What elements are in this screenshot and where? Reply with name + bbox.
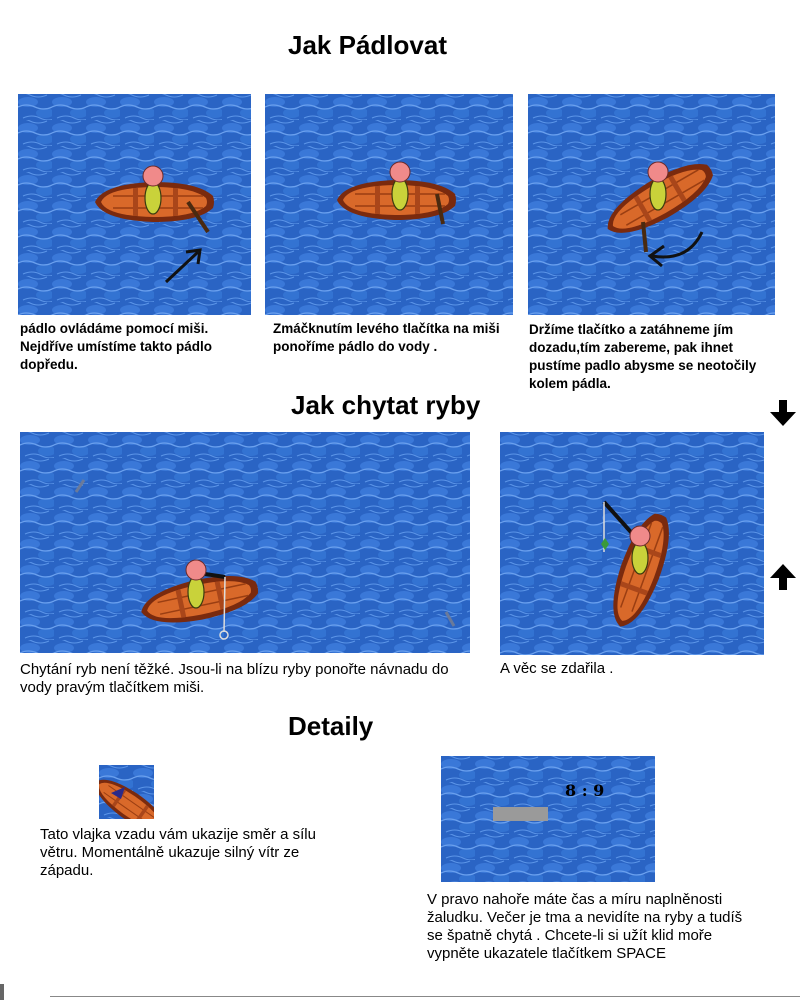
- time-display: 8 : 9: [565, 781, 605, 800]
- detail-flag-caption: Tato vlajka vzadu vám ukazije směr a síl…: [40, 826, 316, 879]
- detail-hud-caption: V pravo nahoře máte čas a míru naplněnos…: [427, 891, 743, 962]
- paddle-step2-image: [265, 94, 513, 315]
- wind-flag-icon: [111, 787, 125, 799]
- paddle-step1-caption: pádlo ovládáme pomocí miši. Nejdříve umí…: [20, 321, 213, 372]
- curved-arrow-icon: [651, 231, 704, 259]
- caught-fish-icon: [601, 538, 609, 550]
- fish-icon: [444, 611, 456, 627]
- fishing-step1-caption: Chytání ryb není těžké. Jsou-li na blízu…: [20, 661, 449, 696]
- details-section-title: Detaily: [288, 711, 374, 741]
- fishing-step2-image: [500, 432, 764, 655]
- arrow-up-right-icon: [164, 250, 200, 284]
- paddle-step3-image: [528, 94, 775, 315]
- paddle-step3-caption: Držíme tlačítko a zatáhneme jím dozadu,t…: [529, 322, 757, 391]
- paddle-step1-image: [18, 94, 251, 315]
- paddle-section-title: Jak Pádlovat: [288, 30, 447, 60]
- arrow-down-icon[interactable]: [768, 398, 798, 428]
- wind-flag-image: [99, 765, 154, 819]
- hunger-bar: [493, 807, 548, 821]
- fish-section-title: Jak chytat ryby: [291, 390, 481, 420]
- hud-example-image: 8 : 9: [441, 756, 655, 882]
- paddle-step2-caption: Zmáčknutím levého tlačítka na miši ponoř…: [273, 321, 500, 354]
- arrow-up-icon[interactable]: [768, 562, 798, 592]
- fish-icon: [74, 479, 86, 493]
- fishing-step2-caption: A věc se zdařila .: [500, 660, 614, 677]
- scrollbar-track[interactable]: [50, 996, 800, 997]
- fishing-step1-image: [20, 432, 470, 653]
- scrollbar-handle[interactable]: [0, 984, 4, 1000]
